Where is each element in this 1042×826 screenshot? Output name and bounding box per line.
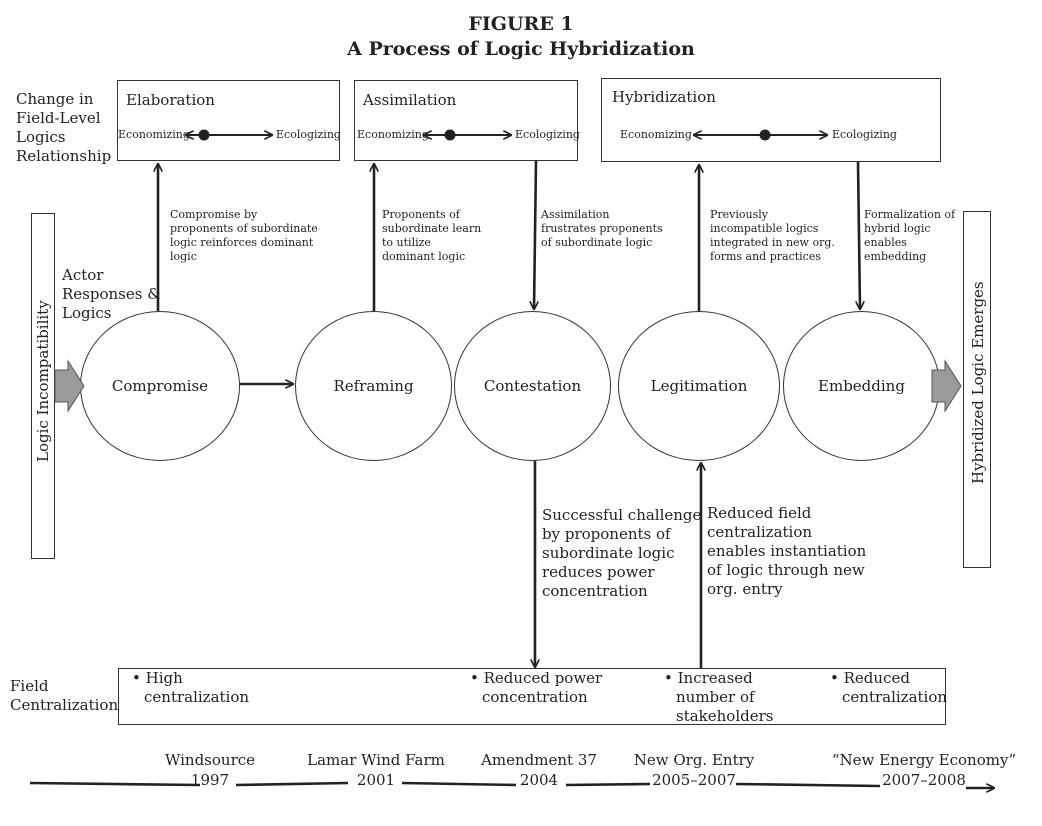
- field-centralization-box: [118, 668, 946, 725]
- entry-arrow-icon: [54, 359, 85, 413]
- elaboration-title: Elaboration: [126, 91, 215, 109]
- timeline-line: [29, 781, 994, 788]
- assimilation-title: Assimilation: [363, 91, 457, 109]
- stage-compromise: Compromise: [80, 311, 240, 461]
- economizing-label: Economizing: [118, 128, 190, 141]
- stage-reframing: Reframing: [295, 311, 452, 461]
- hybridization-title: Hybridization: [612, 88, 716, 106]
- timeline-year: 2004: [519, 771, 559, 789]
- figure-title: A Process of Logic Hybridization: [347, 38, 695, 60]
- ecologizing-label: Ecologizing: [276, 128, 341, 141]
- timeline-year: 2007–2008: [882, 771, 966, 789]
- hybridization-position-dot: [759, 129, 771, 141]
- economizing-label: Economizing: [357, 128, 429, 141]
- logic-incompatibility-bar: [31, 213, 55, 559]
- elaboration-box: Elaboration Economizing Ecologizing: [117, 80, 341, 161]
- field-label: Field Centralization: [10, 677, 119, 714]
- figure-number: FIGURE 1: [468, 13, 574, 35]
- assimilation-to-contestation-arrow: [534, 160, 536, 309]
- stage-legitimation: Legitimation: [618, 311, 780, 461]
- timeline-year: 2005–2007: [652, 771, 736, 789]
- timeline-event: Windsource: [164, 751, 256, 769]
- timeline-event: “New Energy Economy”: [831, 751, 1017, 769]
- assimilation-position-dot: [444, 129, 456, 141]
- economizing-label: Economizing: [620, 128, 692, 141]
- timeline-event: Amendment 37: [481, 751, 597, 769]
- hybridized-logic-bar: [963, 211, 991, 568]
- ecologizing-label: Ecologizing: [832, 128, 897, 141]
- change-label: Change in Field-Level Logics Relationshi…: [16, 90, 112, 165]
- stage-embedding: Embedding: [783, 311, 940, 461]
- stage-contestation: Contestation: [454, 311, 611, 461]
- hybridization-box: Hybridization Economizing Ecologizing: [601, 78, 941, 162]
- exit-arrow-icon: [931, 359, 962, 413]
- hybridization-to-embedding-arrow: [858, 161, 860, 309]
- timeline-event: Lamar Wind Farm: [307, 751, 445, 769]
- elaboration-position-dot: [198, 129, 210, 141]
- timeline-year: 2001: [356, 771, 396, 789]
- timeline-event: New Org. Entry: [633, 751, 755, 769]
- assimilation-box: Assimilation Economizing Ecologizing: [354, 80, 580, 161]
- actor-label: Actor Responses & Logics: [62, 266, 161, 322]
- ecologizing-label: Ecologizing: [515, 128, 580, 141]
- timeline-year: 1997: [190, 771, 230, 789]
